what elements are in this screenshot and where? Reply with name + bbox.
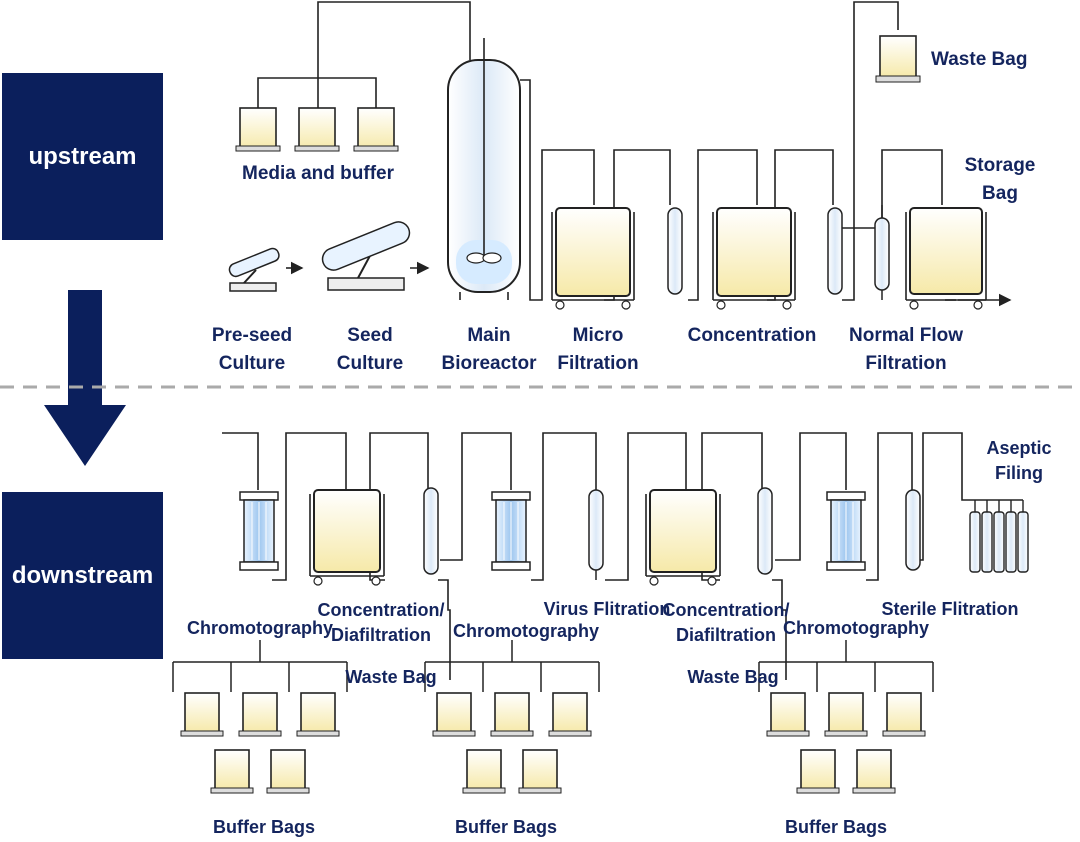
- seed-rocker: [321, 221, 411, 291]
- label-concentration: Concentration: [687, 325, 817, 346]
- buffer-bag: [518, 749, 562, 794]
- buffer-bag: [852, 749, 896, 794]
- buffer-bag: [548, 692, 592, 737]
- label-conc-diafiltration-1: Concentration/Diafiltration: [317, 600, 445, 645]
- normal-flow-filter: [874, 205, 890, 300]
- buffer-bag: [796, 749, 840, 794]
- buffer-bag: [180, 692, 224, 737]
- diafiltration-cartridge: [757, 487, 773, 575]
- media-bag: [294, 107, 340, 152]
- buffer-bag: [296, 692, 340, 737]
- buffer-bag: [490, 692, 534, 737]
- concentration-filter-cartridge: [827, 207, 843, 295]
- label-media-and-buffer: Media and buffer: [241, 163, 395, 184]
- buffer-bag: [266, 749, 310, 794]
- buffer-bag: [462, 749, 506, 794]
- buffer-bag: [824, 692, 868, 737]
- upstream-stage-box: upstream: [2, 73, 163, 240]
- media-bag: [353, 107, 399, 152]
- diafiltration-cartridge: [423, 487, 439, 575]
- diafiltration-vessel: [645, 489, 721, 586]
- media-bag: [235, 107, 281, 152]
- pre-seed-rocker: [228, 247, 280, 292]
- waste-bag-upstream: [875, 35, 921, 83]
- label-waste-bag-1: Waste Bag: [345, 667, 437, 687]
- micro-filter-cartridge: [667, 207, 683, 295]
- label-waste-bag-2: Waste Bag: [687, 667, 779, 687]
- label-buffer-bags-2: Buffer Bags: [454, 817, 558, 837]
- sterile-filter: [905, 489, 921, 571]
- chromatography-column: [239, 491, 279, 571]
- downstream-stage-box: downstream: [2, 492, 163, 659]
- label-chromatography-1: Chromotography: [187, 618, 333, 638]
- buffer-bag: [432, 692, 476, 737]
- buffer-bag: [238, 692, 282, 737]
- label-buffer-bags-3: Buffer Bags: [784, 817, 888, 837]
- chromatography-column: [826, 491, 866, 571]
- buffer-bag: [766, 692, 810, 737]
- label-sterile-filtration: Sterile Flitration: [881, 599, 1019, 619]
- micro-filtration-vessel: [551, 207, 635, 310]
- label-waste-bag-upstream: Waste Bag: [931, 49, 1028, 70]
- buffer-bag: [882, 692, 926, 737]
- stage-arrow: [44, 290, 126, 466]
- storage-bag-vessel: [905, 207, 987, 310]
- virus-filter: [588, 489, 604, 580]
- buffer-bag: [210, 749, 254, 794]
- label-chromatography-3: Chromotography: [783, 618, 929, 638]
- main-bioreactor: [447, 38, 521, 300]
- chromatography-column: [491, 491, 531, 571]
- label-conc-diafiltration-2: Concentration/Diafiltration: [662, 600, 790, 645]
- label-chromatography-2: Chromotography: [453, 621, 599, 641]
- concentration-vessel: [712, 207, 796, 310]
- label-buffer-bags-1: Buffer Bags: [212, 817, 316, 837]
- label-virus-filtration: Virus Flitration: [543, 599, 671, 619]
- aseptic-filling-tubes: [969, 499, 1029, 573]
- diafiltration-vessel: [309, 489, 385, 586]
